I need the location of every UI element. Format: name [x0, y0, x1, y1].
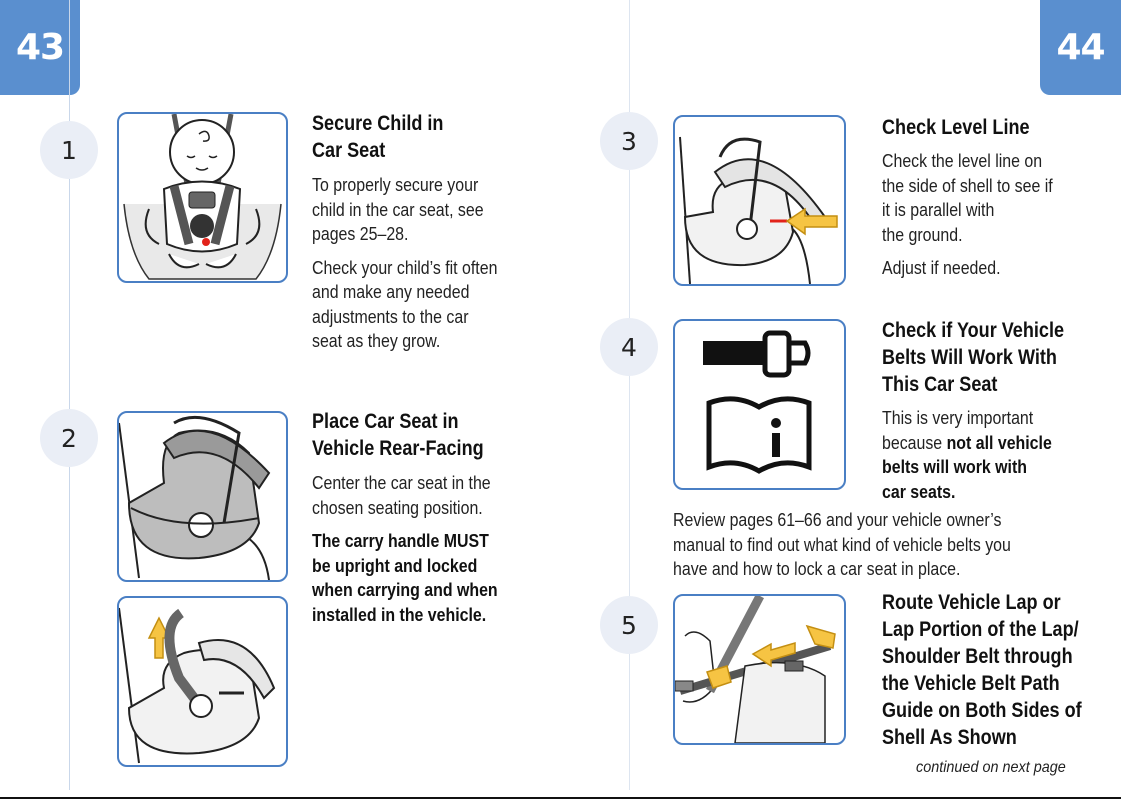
- title-line: Shell As Shown: [882, 726, 1017, 749]
- text-line: manual to find out what kind of vehicle …: [673, 533, 1011, 555]
- text-line: because: [882, 431, 947, 453]
- title-line: Place Car Seat in: [312, 410, 459, 433]
- title-line: Vehicle Rear-Facing: [312, 437, 484, 460]
- warning-line: be upright and locked: [312, 554, 478, 576]
- text-line: the ground.: [882, 223, 963, 245]
- warning-line: car seats.: [882, 480, 956, 502]
- illustration-manual-and-belt: [673, 319, 846, 490]
- text-line: pages 25–28.: [312, 223, 409, 244]
- title-line: the Vehicle Belt Path: [882, 672, 1060, 695]
- text-line: seat as they grow.: [312, 330, 441, 351]
- title-line: Lap Portion of the Lap/: [882, 618, 1079, 641]
- text-line: To properly secure your: [312, 174, 479, 195]
- step-1-text: To properly secure your child in the car…: [312, 173, 497, 363]
- title-line: Check if Your Vehicle: [882, 319, 1065, 342]
- title-line: Belts Will Work With: [882, 346, 1057, 369]
- title-line: Shoulder Belt through: [882, 645, 1073, 668]
- illustration-car-seat-rear-facing: [117, 411, 288, 582]
- step-number-1: 1: [40, 121, 98, 179]
- text-line: This is very important: [882, 407, 1034, 428]
- illustration-belt-routing: [673, 594, 846, 745]
- step-4-review-text: Review pages 61–66 and your vehicle owne…: [673, 508, 1011, 582]
- text-line: the side of shell to see if: [882, 174, 1053, 196]
- bottom-rule: [0, 797, 1121, 799]
- step-number-4: 4: [600, 318, 658, 376]
- text-line: have and how to lock a car seat in place…: [673, 558, 961, 579]
- text-line: Adjust if needed.: [882, 257, 1001, 278]
- title-line: Car Seat: [312, 139, 386, 162]
- text-line: it is parallel with: [882, 199, 995, 220]
- title-line: Route Vehicle Lap or: [882, 591, 1061, 614]
- text-line: chosen seating position.: [312, 496, 483, 518]
- text-line: adjustments to the car: [312, 305, 469, 327]
- warning-line: when carrying and when: [312, 579, 498, 600]
- step-number-3: 3: [600, 112, 658, 170]
- step-3-text: Check the level line on the side of shel…: [882, 149, 1053, 290]
- step-4-text: This is very important because not all v…: [882, 406, 1052, 504]
- step-2-text: Center the car seat in the chosen seatin…: [312, 471, 498, 636]
- page-divider: [629, 0, 630, 790]
- text-line: and make any needed: [312, 281, 470, 302]
- step-number-5: 5: [600, 596, 658, 654]
- title-line: Check Level Line: [882, 116, 1030, 139]
- step-5-title: Route Vehicle Lap or Lap Portion of the …: [882, 589, 1082, 751]
- warning-line: The carry handle MUST: [312, 530, 489, 551]
- page-number-right: 44: [1040, 0, 1121, 95]
- continued-note: continued on next page: [916, 759, 1066, 776]
- title-line: Guide on Both Sides of: [882, 699, 1082, 722]
- page-number-left: 43: [0, 0, 80, 95]
- title-line: Secure Child in: [312, 112, 444, 135]
- step-number-2: 2: [40, 409, 98, 467]
- illustration-carry-handle-upright: [117, 596, 288, 767]
- step-3-title: Check Level Line: [882, 114, 1030, 141]
- text-line: Review pages 61–66 and your vehicle owne…: [673, 509, 1002, 530]
- warning-line: belts will work with: [882, 456, 1027, 477]
- warning-line: installed in the vehicle.: [312, 603, 487, 625]
- step-1-title: Secure Child in Car Seat: [312, 110, 443, 164]
- text-line: Center the car seat in the: [312, 472, 491, 493]
- step-2-title: Place Car Seat in Vehicle Rear-Facing: [312, 408, 484, 462]
- left-timeline-line: [69, 0, 70, 790]
- warning-text: not all vehicle: [946, 431, 1052, 453]
- step-4-title: Check if Your Vehicle Belts Will Work Wi…: [882, 317, 1064, 398]
- illustration-level-line: [673, 115, 846, 286]
- title-line: This Car Seat: [882, 373, 998, 396]
- text-line: Check the level line on: [882, 150, 1043, 171]
- text-line: child in the car seat, see: [312, 198, 484, 220]
- illustration-secure-child: [117, 112, 288, 283]
- text-line: Check your child’s fit often: [312, 256, 498, 278]
